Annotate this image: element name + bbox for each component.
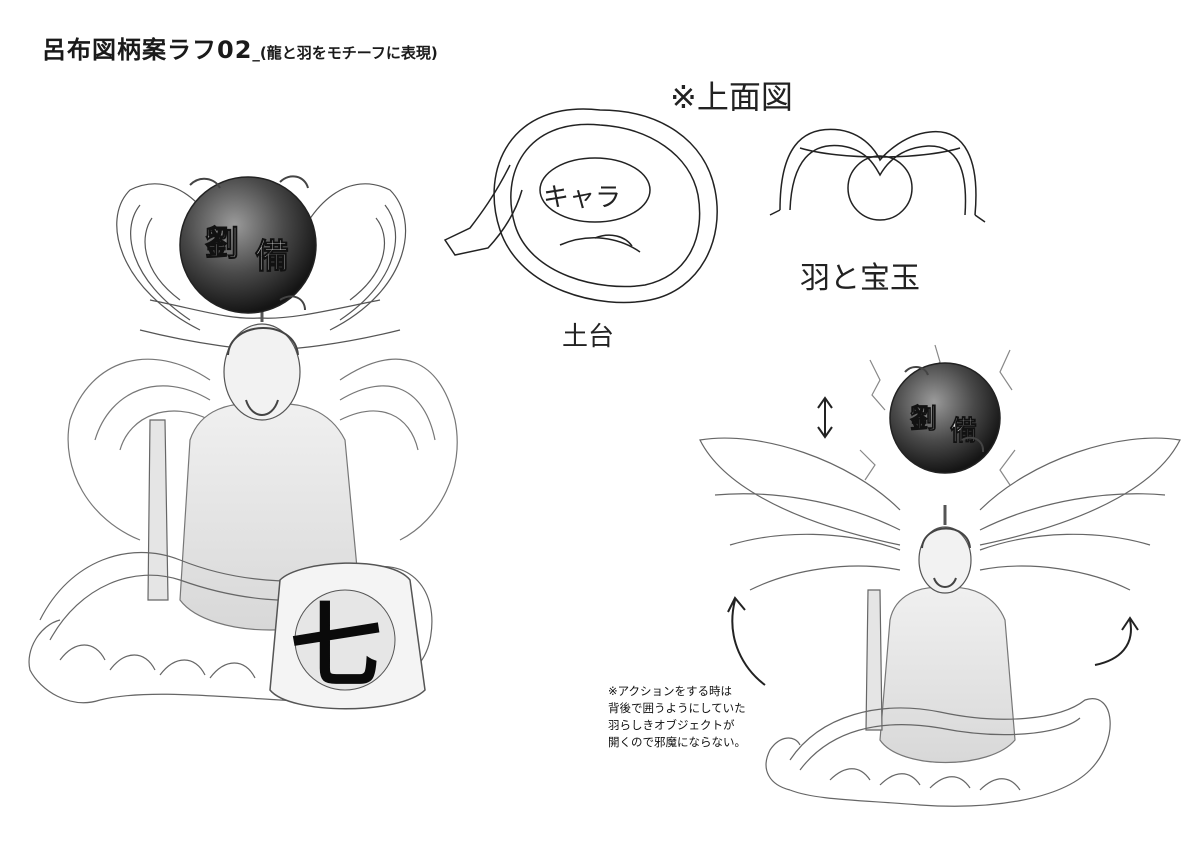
right-wings — [699, 437, 1181, 591]
right-figure-robe — [879, 586, 1016, 763]
note-line-2: 背後で囲うようにしていた — [608, 701, 746, 715]
left-orb-char-2: 備 — [255, 237, 289, 277]
right-orb-char-2: 備 — [950, 415, 977, 447]
coil-label: キャラ — [543, 183, 622, 213]
title-main: 呂布図柄案ラフ02 — [42, 36, 253, 64]
left-figure-head — [223, 323, 301, 421]
top-view-wings — [769, 128, 986, 223]
left-orb-claws — [189, 175, 309, 311]
wing-orb-label: 羽と宝玉 — [800, 261, 920, 296]
note-line-1: ※アクションをする時は — [608, 684, 733, 698]
top-view-coil — [443, 108, 718, 304]
emblem-char: 七 — [290, 593, 382, 700]
left-figure-sword — [147, 419, 169, 601]
right-illustration — [699, 344, 1181, 807]
right-figure-sword — [865, 589, 883, 731]
right-figure-head — [918, 526, 972, 594]
right-orb-claws — [904, 366, 985, 453]
orb-energy — [859, 344, 1016, 486]
left-orb — [179, 176, 317, 314]
action-note: ※アクションをする時は 背後で囲うようにしていた 羽らしきオブジェクトが 開くの… — [608, 683, 746, 751]
note-line-3: 羽らしきオブジェクトが — [608, 718, 735, 732]
right-orb-char-1: 劉 — [910, 404, 937, 435]
left-orb-char-1: 劉 — [205, 224, 239, 264]
right-orb — [889, 362, 1001, 474]
left-open-arrow-icon — [727, 596, 766, 686]
title-subtitle: _(龍と羽をモチーフに表現) — [252, 44, 438, 62]
base-label: 土台 — [562, 322, 615, 352]
right-dragon — [765, 698, 1111, 807]
note-line-4: 開くので邪魔にならない。 — [608, 735, 746, 749]
top-view-heading: ※上面図 — [670, 78, 793, 116]
vertical-arrow-icon — [817, 396, 833, 439]
page-title: 呂布図柄案ラフ02_(龍と羽をモチーフに表現) — [42, 30, 438, 65]
left-emblem: 七 — [269, 562, 426, 710]
left-body-wings — [67, 358, 458, 541]
right-open-arrow-icon — [1094, 616, 1139, 666]
